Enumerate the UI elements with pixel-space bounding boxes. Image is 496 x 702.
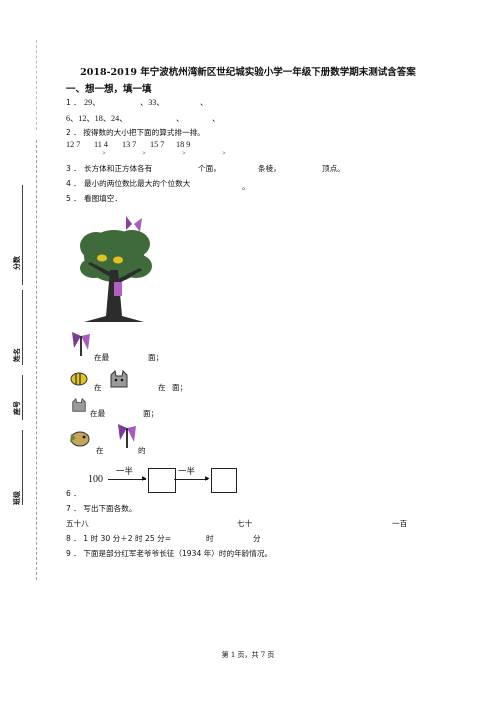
chain-arrow-head-1: ▶ [142,475,147,482]
q8-hours: 时 [206,534,214,543]
q2-sign-3: > [182,150,186,157]
q8-text: 8 ． 1 时 30 分＋2 时 25 分= [66,534,172,543]
q2-expr-3: 13 7 [122,140,137,149]
class-blank [22,430,23,505]
chain-start: 100 [88,474,103,485]
tree-picture [80,216,152,322]
q2-expr-1: 12 7 [66,140,81,149]
q1-item-1: 29、 [84,98,101,107]
q1b-item-1: 6、12、18、24、 [66,114,128,123]
score-blank [22,185,23,285]
q2-sign-1: > [102,150,106,157]
chain-answer-box-2[interactable] [211,468,237,493]
q2-text: 2 ． 按得数的大小把下面的算式排一排。 [66,128,205,137]
q5-text: 看图填空． [84,194,122,203]
q2-sign-2: > [142,150,146,157]
q9-text: 9 ． 下面是部分红军老爷爷长征（1934 年）时的年龄情况。 [66,549,273,558]
q3-number: 3 ． [66,164,81,173]
fill-row-1-a: 在最 [94,353,110,362]
bird-icon [70,431,90,447]
page-footer: 第 1 页，共 7 页 [221,651,275,659]
page-title: 2018-2019 年宁波杭州湾新区世纪城实验小学一年级下册数学期末测试含答案 [80,67,416,78]
q7-item-2: 七十 [237,519,253,528]
chain-op-1: 一半 [116,467,134,477]
chain-arrow-1 [108,479,146,480]
fill-row-2-b: 在 [158,383,166,392]
q3-text-2: 个面， [198,164,221,173]
binding-line [36,140,37,580]
binding-line-top [36,40,37,130]
q3-text-3: 条棱， [258,164,281,173]
q1-item-3: 、 [200,98,209,107]
chain-arrow-2 [174,479,208,480]
chain-arrow-head-2: ▶ [205,475,210,482]
bee-icon [70,372,88,386]
q3-text-1: 长方体和正方体各有 [84,164,153,173]
fill-row-3-b: 面； [143,409,159,418]
butterfly-icon-2 [118,424,136,448]
q1-item-2: 、33、 [140,98,165,107]
tree-cat-icon [114,282,122,296]
name-blank [22,290,23,365]
chain-answer-box-1[interactable] [148,468,176,493]
q6-number: 6 ． [66,489,81,498]
id-label: 座号 [13,401,21,415]
fill-row-3-a: 在最 [90,409,106,418]
q4-number: 4 ． [66,179,81,188]
section-heading: 一、想一想，填一填 [66,84,152,95]
tree-bee-icon [97,254,123,264]
fill-row-2-c: 面； [172,383,188,392]
q4-text: 最小的两位数比最大的个位数大 [84,179,191,188]
q7-text: 7 ． 写出下面各数。 [66,504,137,513]
q1b-item-3: 、 [212,114,221,123]
fill-row-4-b: 的 [138,446,146,455]
id-blank [22,375,23,420]
tree-butterfly-icon [126,216,142,232]
q5-number: 5 ． [66,194,81,203]
q7-item-3: 一百 [392,519,408,528]
q1-number: 1 ． [66,98,81,107]
q2-expr-4: 15 7 [150,140,165,149]
fill-row-1-b: 面； [148,353,164,362]
q3-text-4: 顶点。 [322,164,345,173]
q2-expr-2: 11 4 [94,140,109,149]
q2-sign-4: > [222,150,226,157]
butterfly-icon [72,332,90,356]
cat-icon [110,370,128,388]
score-label: 分数 [13,256,21,270]
q4-end: 。 [242,182,250,191]
q7-item-1: 五十八 [66,519,89,528]
fill-row-4-a: 在 [96,446,104,455]
q1b-item-2: 、 [176,114,185,123]
fill-row-2-a: 在 [94,383,102,392]
cat-icon-small [72,398,86,412]
name-label: 姓名 [13,348,21,362]
class-label: 班级 [13,491,21,505]
chain-op-2: 一半 [178,467,196,477]
q8-minutes: 分 [253,534,261,543]
q2-expr-5: 18 9 [176,140,191,149]
